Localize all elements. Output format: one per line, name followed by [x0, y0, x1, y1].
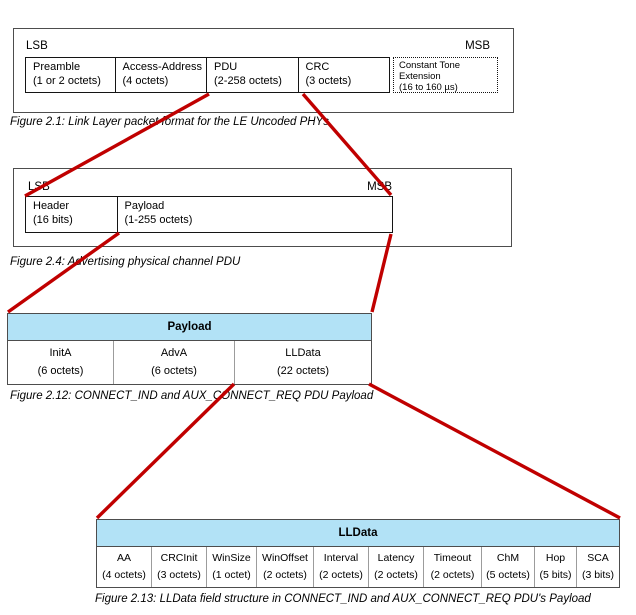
field-size: (2 octets) [430, 569, 475, 581]
field-name: LLData [285, 347, 321, 359]
fig4-table-body: AA (4 octets) CRCInit (3 octets) WinSize… [97, 547, 619, 587]
fig4-cell-winsize: WinSize (1 octet) [206, 547, 256, 587]
cte-line2: Extension [399, 71, 441, 82]
fig4-cell-sca: SCA (3 bits) [576, 547, 619, 587]
field-size: (4 octets) [122, 74, 169, 87]
fig4-cell-chm: ChM (5 octets) [481, 547, 534, 587]
fig1-field-access-address: Access-Address (4 octets) [114, 57, 208, 93]
fig1-caption: Figure 2.1: Link Layer packet format for… [10, 116, 329, 128]
field-name: CRCInit [160, 552, 198, 564]
field-size: (1-255 octets) [124, 213, 193, 226]
field-size: (6 octets) [37, 365, 84, 377]
fig3-table-body: InitA (6 octets) AdvA (6 octets) LLData … [8, 341, 371, 384]
field-size: (16 bits) [33, 213, 73, 226]
field-size: (22 octets) [277, 365, 329, 377]
fig1-field-constant-tone-extension: Constant Tone Extension (16 to 160 µs) [393, 57, 498, 93]
field-size: (5 octets) [486, 569, 530, 581]
field-name: WinSize [212, 552, 251, 564]
cte-line1: Constant Tone [399, 60, 461, 71]
fig4-cell-aa: AA (4 octets) [97, 547, 151, 587]
field-name: Access-Address [122, 61, 202, 73]
fig3-caption: Figure 2.12: CONNECT_IND and AUX_CONNECT… [10, 390, 374, 402]
field-size: (3 octets) [157, 569, 201, 581]
field-name: Timeout [433, 552, 472, 564]
field-size: (2 octets) [263, 569, 307, 581]
field-name: AdvA [160, 347, 188, 359]
field-name: InitA [49, 347, 72, 359]
fig4-cell-winoffset: WinOffset (2 octets) [256, 547, 313, 587]
field-name: Preamble [33, 61, 81, 73]
field-name: PDU [214, 61, 238, 73]
field-size: (2 octets) [319, 569, 363, 581]
field-name: Interval [323, 552, 359, 564]
fig2-field-row: Header (16 bits) Payload (1-255 octets) [25, 196, 393, 233]
fig4-table-header: LLData [97, 520, 619, 547]
fig1-field-pdu: PDU (2-258 octets) [206, 57, 299, 93]
fig4-cell-latency: Latency (2 octets) [368, 547, 423, 587]
field-size: (4 octets) [102, 569, 146, 581]
field-size: (3 bits) [581, 569, 615, 581]
fig4-cell-interval: Interval (2 octets) [313, 547, 368, 587]
field-name: AA [116, 552, 131, 564]
fig2-field-header: Header (16 bits) [25, 196, 118, 233]
fig1-field-crc: CRC (3 octets) [297, 57, 390, 93]
field-size: (3 octets) [305, 74, 352, 87]
fig1-field-preamble: Preamble (1 or 2 octets) [25, 57, 116, 93]
fig3-payload-table: Payload InitA (6 octets) AdvA (6 octets)… [7, 313, 372, 385]
connector-lldata-to-fig4-right [368, 382, 621, 520]
field-name: Hop [545, 552, 566, 564]
fig4-cell-timeout: Timeout (2 octets) [423, 547, 481, 587]
field-size: (1 octet) [212, 569, 251, 581]
fig4-caption: Figure 2.13: LLData field structure in C… [95, 593, 591, 605]
field-name: ChM [496, 552, 520, 564]
field-size: (1 or 2 octets) [33, 74, 101, 87]
fig1-lsb-label: LSB [26, 40, 48, 52]
field-name: Latency [377, 552, 415, 564]
field-name: WinOffset [262, 552, 308, 564]
fig3-table-header: Payload [8, 314, 371, 341]
field-size: (5 bits) [539, 569, 572, 581]
fig4-cell-hop: Hop (5 bits) [534, 547, 576, 587]
fig2-caption: Figure 2.4: Advertising physical channel… [10, 256, 241, 268]
fig4-lldata-table: LLData AA (4 octets) CRCInit (3 octets) … [96, 519, 620, 588]
fig2-field-payload: Payload (1-255 octets) [116, 196, 393, 233]
fig2-msb-label: MSB [367, 181, 392, 193]
field-name: SCA [587, 552, 609, 564]
field-name: Header [33, 200, 70, 212]
fig3-cell-adva: AdvA (6 octets) [113, 341, 234, 384]
fig1-msb-label: MSB [465, 40, 490, 52]
connector-lldata-to-fig4-left [95, 382, 236, 520]
field-size: (2-258 octets) [214, 74, 282, 87]
fig3-cell-lldata: LLData (22 octets) [234, 341, 371, 384]
field-size: (6 octets) [151, 365, 197, 377]
fig3-cell-inita: InitA (6 octets) [8, 341, 113, 384]
field-size: (2 octets) [374, 569, 418, 581]
fig2-lsb-label: LSB [28, 181, 50, 193]
field-name: CRC [305, 61, 330, 73]
field-name: Payload [124, 200, 165, 212]
fig1-field-row: Preamble (1 or 2 octets) Access-Address … [25, 57, 390, 93]
cte-line3: (16 to 160 µs) [399, 82, 458, 93]
fig4-cell-crcinit: CRCInit (3 octets) [151, 547, 206, 587]
